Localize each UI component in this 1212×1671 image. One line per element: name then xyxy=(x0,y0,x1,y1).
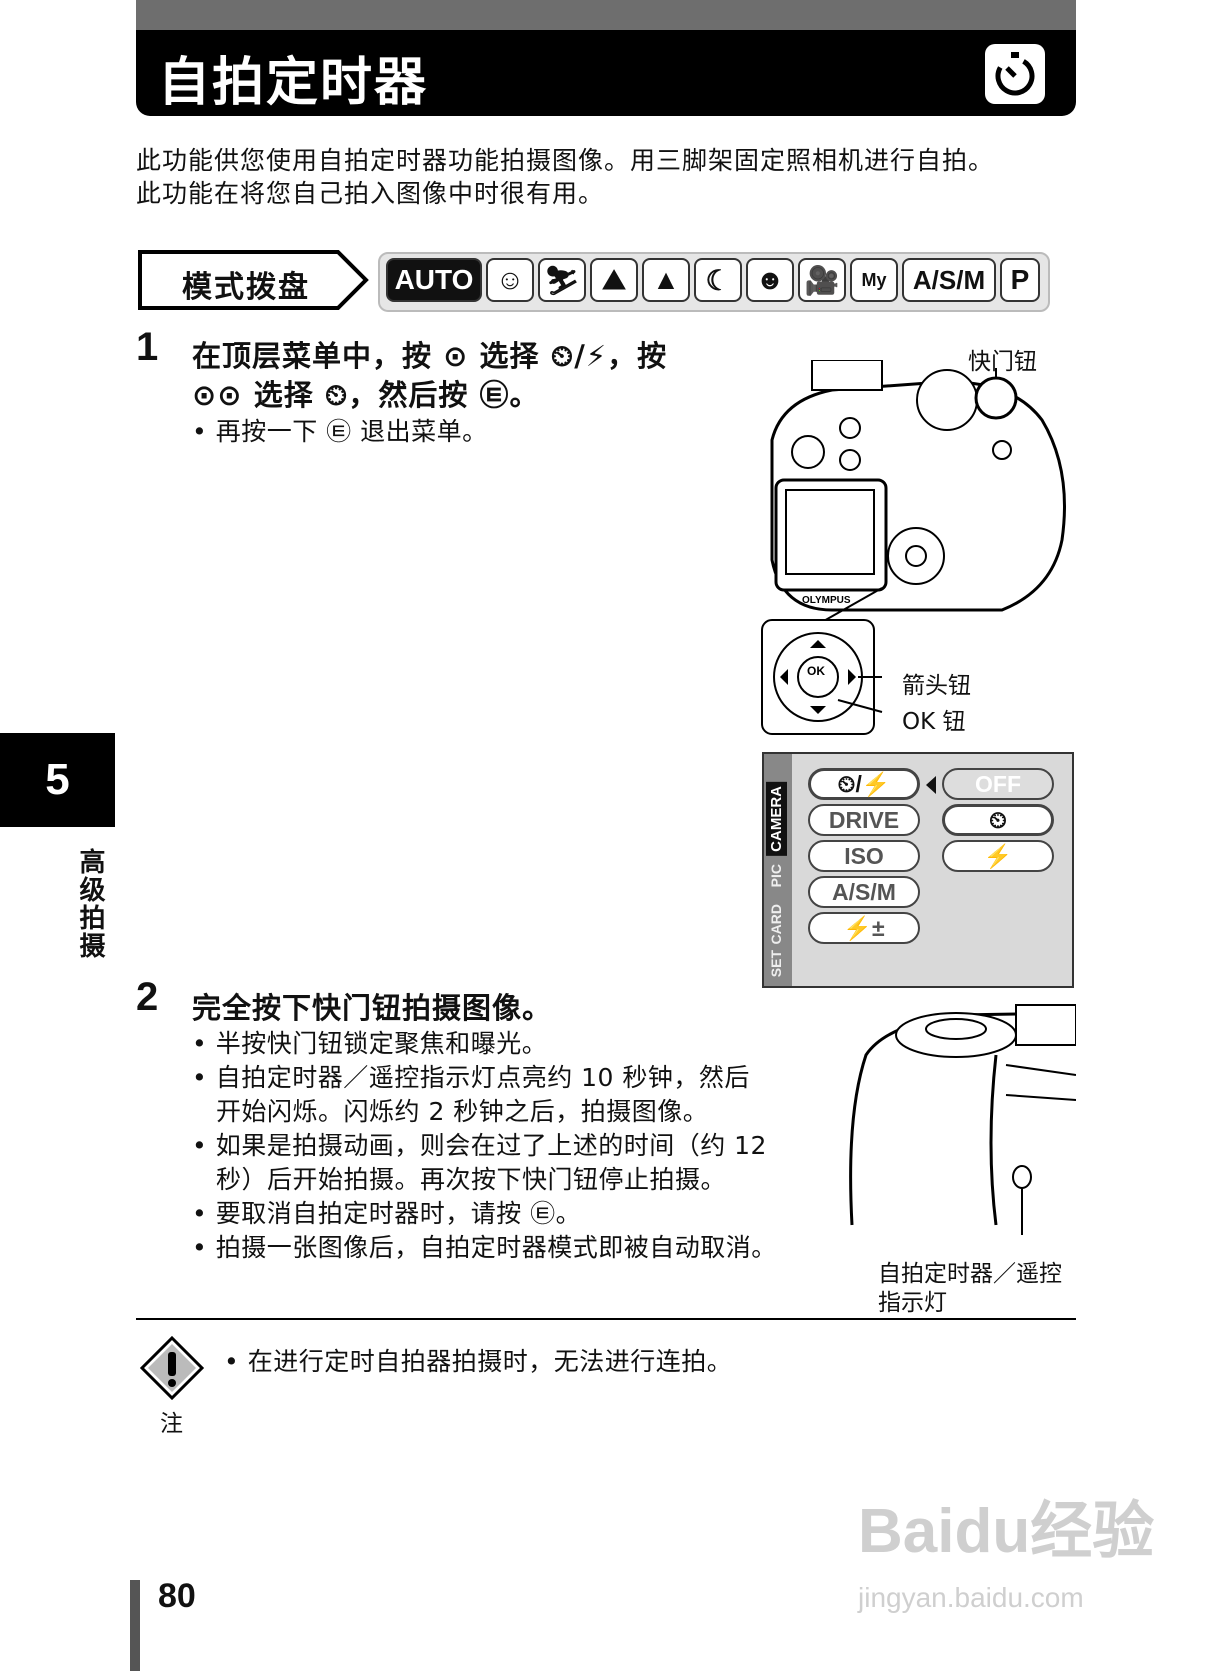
step-2-bullet-3: • 如果是拍摄动画，则会在过了上述的时间（约 12 xyxy=(192,1131,767,1160)
watermark-url: jingyan.baidu.com xyxy=(858,1582,1084,1613)
chapter-title: 高级拍摄 xyxy=(75,848,105,960)
chapter-number: 5 xyxy=(0,733,115,827)
sports-icon: ⛷ xyxy=(538,258,586,302)
step-2-bullet-2: • 自拍定时器／遥控指示灯点亮约 10 秒钟，然后 xyxy=(192,1063,750,1092)
caution-icon xyxy=(140,1336,204,1400)
title-bar xyxy=(136,30,1076,116)
mode-auto: AUTO xyxy=(386,258,482,302)
portrait-icon: ☺ xyxy=(486,258,534,302)
menu-item-asm: A/S/M xyxy=(808,876,920,908)
tab-pic: PIC xyxy=(768,864,784,888)
self-timer-icon xyxy=(985,44,1045,104)
page-number-bar xyxy=(130,1580,140,1671)
menu-item-selftimer: ⏲/⚡ xyxy=(808,768,920,800)
menu-item-drive: DRIVE xyxy=(808,804,920,836)
step-2-bullet-4-text: 要取消自拍定时器时，请按 ㉫。 xyxy=(215,1199,582,1228)
header-band xyxy=(136,0,1076,30)
note-label: 注 xyxy=(160,1411,183,1437)
mode-dial-label: 模式拨盘 xyxy=(182,270,310,305)
menu-item-iso: ISO xyxy=(808,840,920,872)
lcd-menu-screen: CAMERA PIC CARD SET ⏲/⚡ DRIVE ISO A/S/M … xyxy=(762,752,1074,988)
mode-p: P xyxy=(1000,258,1040,302)
step-2-number: 2 xyxy=(136,975,159,1019)
night-scene-icon: ☾ xyxy=(694,258,742,302)
note-text: • 在进行定时自拍器拍摄时，无法进行连拍。 xyxy=(224,1347,733,1376)
page-number: 80 xyxy=(158,1577,196,1615)
note-text-content: 在进行定时自拍器拍摄时，无法进行连拍。 xyxy=(247,1347,733,1376)
step-2-bullet-1: • 半按快门钮锁定聚焦和曝光。 xyxy=(192,1029,548,1058)
menu-item-flash-comp: ⚡± xyxy=(808,912,920,944)
step-1-line-1: 在顶层菜单中，按 ⊙ 选择 ⏲/⚡，按 xyxy=(192,339,668,373)
option-off: OFF xyxy=(942,768,1054,800)
arrow-button-label: 箭头钮 xyxy=(902,673,971,699)
svg-text:OLYMPUS: OLYMPUS xyxy=(802,595,851,606)
self-portrait-icon: ☻ xyxy=(746,258,794,302)
camera-back-illustration: OLYMPUS OK xyxy=(761,360,1066,735)
option-selftimer: ⏲ xyxy=(942,804,1054,836)
indicator-label-1: 自拍定时器／遥控 xyxy=(878,1261,1062,1287)
tab-card: CARD xyxy=(768,904,784,945)
intro-line-2: 此功能在将您自己拍入图像中时很有用。 xyxy=(136,179,605,208)
camera-front-illustration xyxy=(849,1004,1076,1235)
mode-dial-arrow-box xyxy=(138,250,369,310)
movie-icon: 🎥 xyxy=(798,258,846,302)
step-2-bullet-3-text: 如果是拍摄动画，则会在过了上述的时间（约 12 xyxy=(215,1131,767,1160)
intro-line-1: 此功能供您使用自拍定时器功能拍摄图像。用三脚架固定照相机进行自拍。 xyxy=(136,146,995,175)
step-1-bullet: • 再按一下 ㉫ 退出菜单。 xyxy=(192,417,488,446)
option-remote: ⚡ xyxy=(942,840,1054,872)
indicator-label-2: 指示灯 xyxy=(878,1290,947,1316)
menu-pointer-icon xyxy=(926,776,936,794)
mode-asm: A/S/M xyxy=(902,258,996,302)
shutter-button-label: 快门钮 xyxy=(968,349,1037,375)
section-divider xyxy=(136,1318,1076,1320)
svg-text:OK: OK xyxy=(807,664,825,678)
landscape-portrait-icon: ⛰ xyxy=(590,258,638,302)
step-1-number: 1 xyxy=(136,325,159,369)
ok-button-label: OK 钮 xyxy=(902,709,966,735)
tab-camera: CAMERA xyxy=(766,782,787,856)
step-2-title: 完全按下快门钮拍摄图像。 xyxy=(192,991,553,1025)
watermark-logo: Baidu经验 xyxy=(858,1497,1155,1566)
step-2-bullet-3-cont: 秒）后开始拍摄。再次按下快门钮停止拍摄。 xyxy=(216,1165,727,1194)
my-mode-icon: My xyxy=(850,258,898,302)
step-2-bullet-1-text: 半按快门钮锁定聚焦和曝光。 xyxy=(215,1029,548,1058)
page-title: 自拍定时器 xyxy=(158,53,429,113)
step-2-bullet-5-text: 拍摄一张图像后，自拍定时器模式即被自动取消。 xyxy=(215,1233,777,1262)
step-1-bullet-text: 再按一下 ㉫ 退出菜单。 xyxy=(215,417,488,446)
step-2-bullet-4: • 要取消自拍定时器时，请按 ㉫。 xyxy=(192,1199,582,1228)
step-1-line-2: ⊙⊙ 选择 ⏲，然后按 ㉫。 xyxy=(192,378,540,412)
landscape-icon: ▲ xyxy=(642,258,690,302)
step-2-bullet-2-cont: 开始闪烁。闪烁约 2 秒钟之后，拍摄图像。 xyxy=(216,1097,709,1126)
step-2-bullet-2-text: 自拍定时器／遥控指示灯点亮约 10 秒钟，然后 xyxy=(215,1063,750,1092)
tab-set: SET xyxy=(768,950,784,978)
step-2-bullet-5: • 拍摄一张图像后，自拍定时器模式即被自动取消。 xyxy=(192,1233,777,1262)
